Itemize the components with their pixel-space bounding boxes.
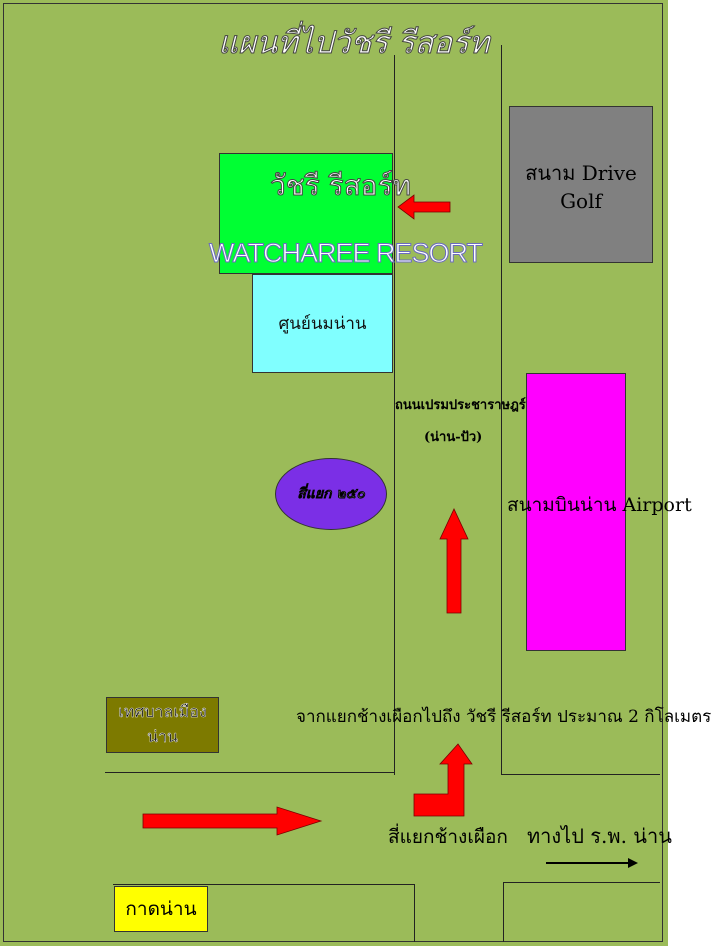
resort-label-th: วัชรี รีสอร์ท <box>269 169 412 202</box>
market-label: กาดน่าน <box>125 898 197 920</box>
pond-label: สี่แยก ๒๕๐ <box>297 486 365 503</box>
road-name-label: ถนนเปรมประชาราษฎร์ <box>395 398 526 413</box>
cross-road-south-edge-east <box>503 882 660 883</box>
cross-road-south-edge-west <box>113 884 414 885</box>
cross-road-north-edge-west <box>105 772 394 773</box>
main-road-east-edge <box>501 45 502 775</box>
road-route-label: (น่าน-ปัว) <box>424 430 483 445</box>
distance-note: จากแยกช้างเผือกไปถึง วัชรี รีสอร์ท ประมา… <box>296 707 711 727</box>
left-arrow-icon <box>397 194 451 220</box>
cross-road-north-edge-east <box>501 774 660 775</box>
intersection-label: สี่แยกช้างเผือก <box>388 826 508 848</box>
right-arrow-icon <box>142 806 323 836</box>
resort-label-en: WATCHAREE RESORT <box>208 238 483 268</box>
golf-label: สนาม Drive Golf <box>525 160 637 213</box>
south-road-west-edge <box>414 884 415 942</box>
municipality-block: เทศบาลเมืองน่าน <box>106 697 219 753</box>
market-block: กาดน่าน <box>114 886 208 932</box>
up-arrow-icon <box>439 508 469 614</box>
municipality-label: เทศบาลเมืองน่าน <box>118 702 207 746</box>
turn-up-arrow-icon <box>413 743 473 817</box>
golf-block: สนาม Drive Golf <box>509 106 653 263</box>
pond-ellipse: สี่แยก ๒๕๐ <box>275 458 387 530</box>
airport-label: สนามบินน่าน Airport <box>507 494 692 516</box>
resort-block <box>219 153 393 274</box>
airport-block <box>526 373 626 651</box>
thin-right-arrow-icon <box>546 858 638 868</box>
milk-center-block: ศูนย์นมน่าน <box>252 274 393 373</box>
south-road-east-edge <box>503 882 504 942</box>
milk-center-label: ศูนย์นมน่าน <box>278 314 367 334</box>
main-road-west-edge <box>394 55 395 775</box>
map-title: แผนที่ไปวัชรี รีสอร์ท <box>217 25 490 61</box>
hospital-direction-label: ทางไป ร.พ. น่าน <box>527 824 672 848</box>
